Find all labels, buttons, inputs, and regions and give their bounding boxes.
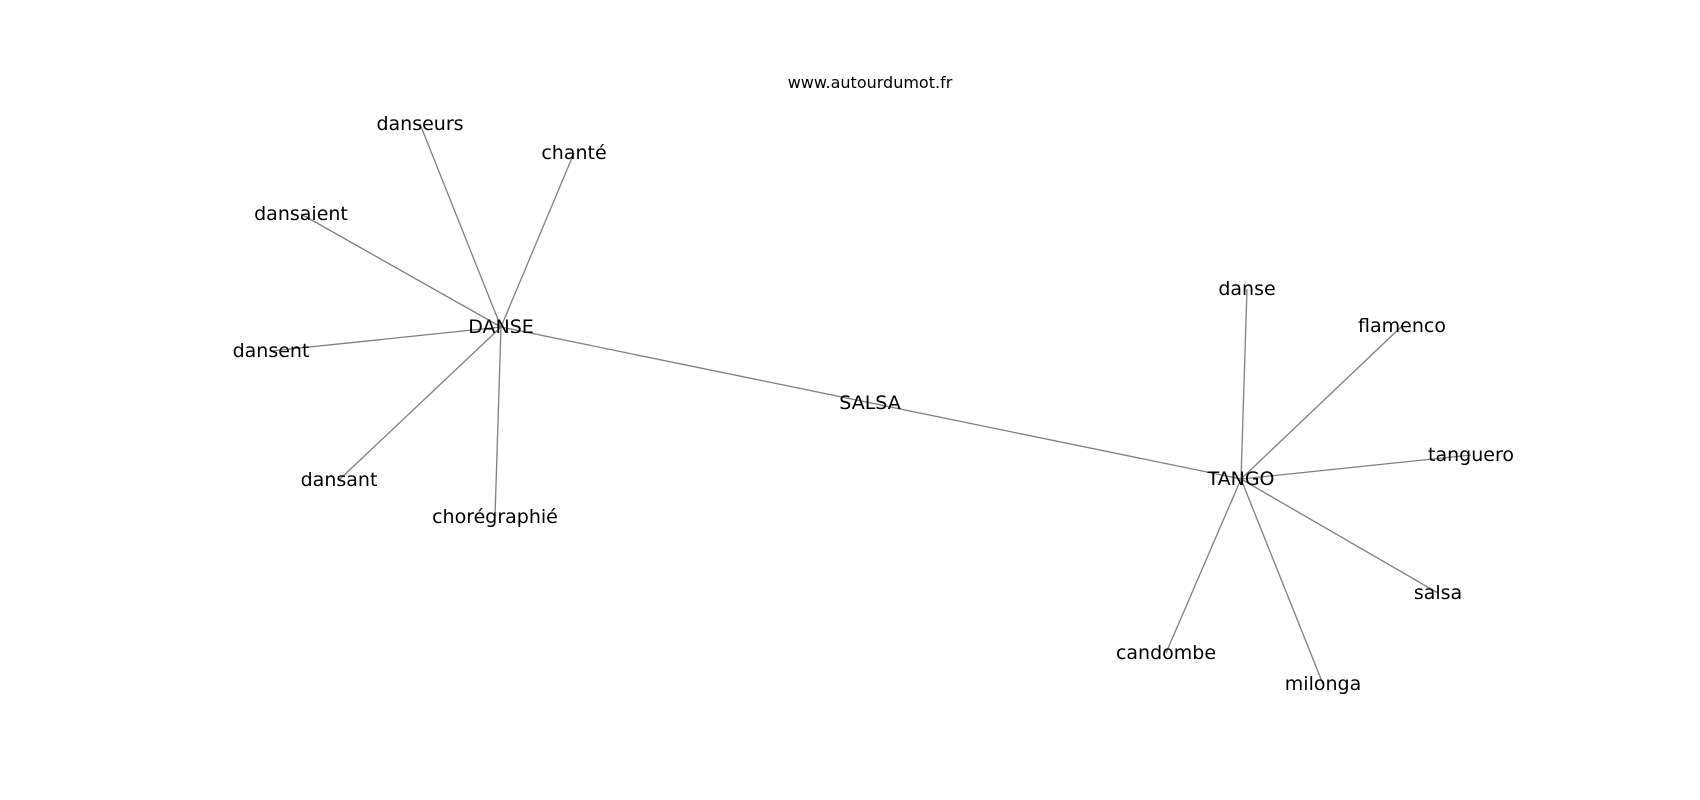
edge-tango_hub-milonga [1240, 478, 1324, 685]
edge-danse_hub-dansaient [300, 213, 502, 328]
source-url: www.autourdumot.fr [788, 73, 953, 92]
node-label-milonga: milonga [1285, 673, 1361, 695]
node-label-dansant: dansant [301, 469, 378, 491]
node-label-chante: chanté [541, 142, 606, 164]
edges-layer [270, 123, 1472, 685]
node-label-tanguero: tanguero [1428, 444, 1514, 466]
edge-danse_hub-dansant [338, 326, 502, 481]
edge-danse_hub-tango_hub [500, 326, 1242, 480]
node-label-dansent: dansent [233, 340, 310, 362]
edge-danse_hub-choregraphie [494, 326, 502, 518]
node-label-danse-small: danse [1218, 278, 1275, 300]
node-label-dansaient: dansaient [254, 203, 348, 225]
edge-danse_hub-danseurs [419, 123, 502, 328]
edge-tango_hub-danse_small [1240, 288, 1248, 480]
node-label-candombe: candombe [1116, 642, 1216, 664]
node-label-danseurs: danseurs [376, 113, 463, 135]
edge-danse_hub-dansent [270, 326, 502, 352]
node-label-salsa-center: SALSA [839, 392, 900, 414]
edge-tango_hub-flamenco [1240, 325, 1403, 480]
node-label-choregraphie: chorégraphié [432, 506, 558, 528]
edge-danse_hub-chante [500, 152, 575, 328]
edge-tango_hub-salsa_small [1240, 478, 1439, 594]
node-label-salsa-small: salsa [1414, 582, 1462, 604]
labels-layer: SALSA DANSE TANGO danseurs chanté dansaient da… [233, 113, 1514, 695]
edge-tango_hub-tanguero [1240, 454, 1472, 480]
edge-tango_hub-candombe [1165, 478, 1242, 654]
node-label-flamenco: flamenco [1358, 315, 1446, 337]
node-label-tango-hub: TANGO [1206, 468, 1274, 490]
node-label-danse-hub: DANSE [468, 316, 534, 338]
